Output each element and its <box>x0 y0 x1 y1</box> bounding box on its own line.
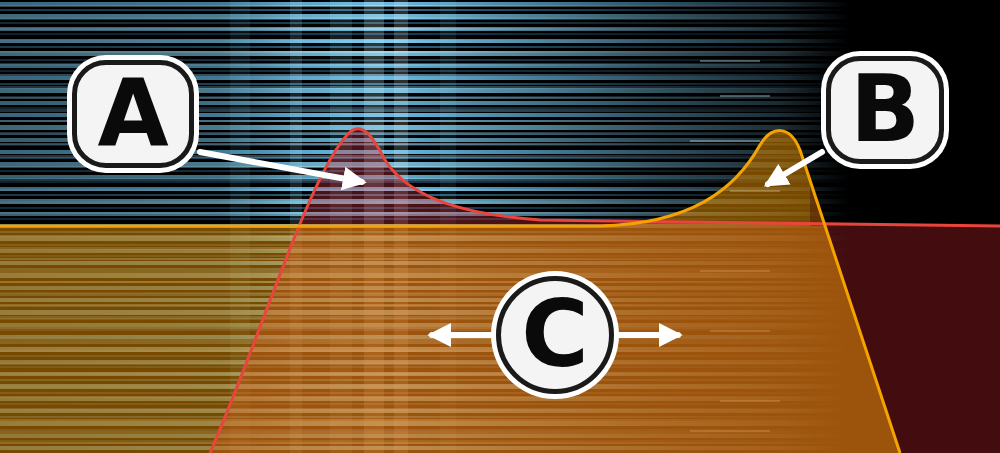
callout-letter: A <box>97 68 168 160</box>
callout-letter: C <box>521 289 589 381</box>
callout-badge: B <box>826 56 944 164</box>
callout-letter: B <box>850 64 920 156</box>
callout-badge: C <box>496 276 614 394</box>
callout-badge: A <box>72 60 194 168</box>
